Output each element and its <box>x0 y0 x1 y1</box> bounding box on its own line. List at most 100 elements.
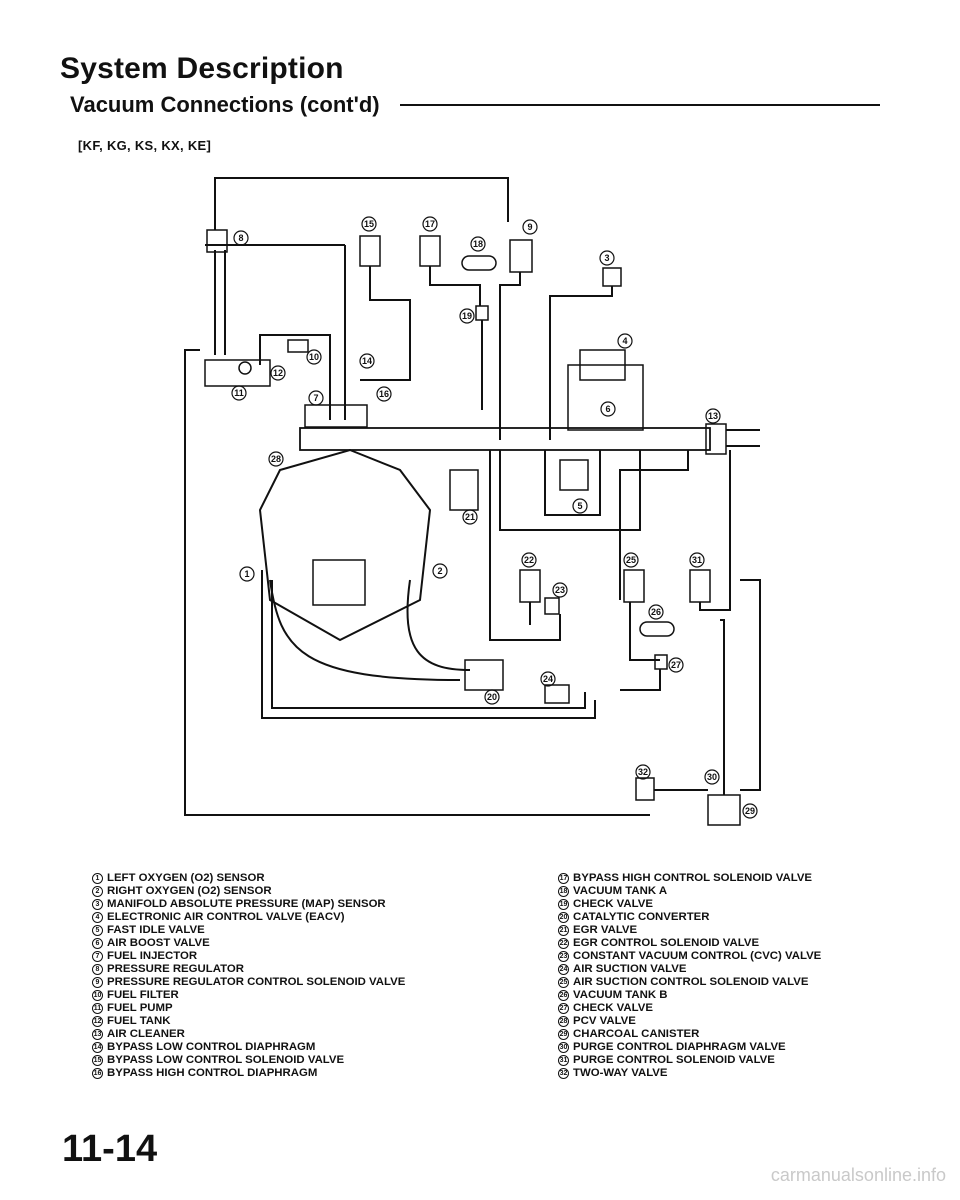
legend-item: 23 CONSTANT VACUUM CONTROL (CVC) VALVE <box>558 950 821 963</box>
svg-text:22: 22 <box>524 555 534 565</box>
svg-text:11: 11 <box>234 388 244 398</box>
page-number: 11-14 <box>62 1128 158 1170</box>
hose-bottom-loop <box>261 570 596 719</box>
section-subtitle: Vacuum Connections (cont'd) <box>70 92 380 117</box>
svg-text:32: 32 <box>638 767 648 777</box>
svg-text:8: 8 <box>238 233 243 243</box>
callout-5: 5 <box>572 498 588 514</box>
svg-text:3: 3 <box>604 253 609 263</box>
svg-text:27: 27 <box>671 660 681 670</box>
legend-number: 13 <box>92 1029 103 1040</box>
hose-map <box>549 286 613 440</box>
legend-number: 27 <box>558 1003 569 1014</box>
callout-15: 15 <box>361 216 377 232</box>
svg-text:24: 24 <box>543 674 553 684</box>
legend-label: EGR VALVE <box>573 924 638 936</box>
legend-label: RIGHT OXYGEN (O2) SENSOR <box>107 885 272 897</box>
legend-label: FUEL INJECTOR <box>107 950 198 962</box>
legend-label: AIR SUCTION CONTROL SOLENOID VALVE <box>573 976 809 988</box>
legend-number: 28 <box>558 1016 569 1027</box>
svg-text:20: 20 <box>487 692 497 702</box>
legend-number: 20 <box>558 912 569 923</box>
air-cleaner <box>705 423 727 455</box>
legend-label: TWO-WAY VALVE <box>573 1067 668 1079</box>
callout-31: 31 <box>689 552 705 568</box>
map-sensor <box>602 267 622 287</box>
engine-inner <box>312 559 366 606</box>
callout-16: 16 <box>376 386 392 402</box>
hose-regulator <box>205 244 346 420</box>
check-valve-19 <box>475 305 489 321</box>
svg-text:31: 31 <box>692 555 702 565</box>
svg-text:23: 23 <box>555 585 565 595</box>
hose-lower-right <box>489 450 731 691</box>
svg-text:15: 15 <box>364 219 374 229</box>
two-way-valve <box>635 777 655 801</box>
fuel-filter <box>287 339 309 353</box>
legend-label: BYPASS LOW CONTROL SOLENOID VALVE <box>107 1054 345 1066</box>
hose-bottom-loop-inner <box>271 580 586 709</box>
svg-text:1: 1 <box>244 569 249 579</box>
legend-label: VACUUM TANK B <box>573 989 668 1001</box>
hose-air-cleaner <box>726 429 760 447</box>
legend-label: CONSTANT VACUUM CONTROL (CVC) VALVE <box>573 950 822 962</box>
legend-number: 24 <box>558 964 569 975</box>
legend-label: FUEL PUMP <box>107 1002 173 1014</box>
legend-number: 19 <box>558 899 569 910</box>
hose-fuel-filter <box>259 334 331 420</box>
legend-label: VACUUM TANK A <box>573 885 668 897</box>
svg-text:9: 9 <box>527 222 532 232</box>
svg-text:18: 18 <box>473 239 483 249</box>
svg-text:5: 5 <box>577 501 582 511</box>
legend-label: AIR CLEANER <box>107 1028 185 1040</box>
svg-text:26: 26 <box>651 607 661 617</box>
legend-number: 3 <box>92 899 103 910</box>
callout-28: 28 <box>268 451 284 467</box>
vacuum-tank-b <box>639 621 675 637</box>
air-boost-box <box>567 364 644 431</box>
callout-1: 1 <box>239 566 255 582</box>
legend-label: CATALYTIC CONVERTER <box>573 911 710 923</box>
legend-number: 4 <box>92 912 103 923</box>
legend-number: 18 <box>558 886 569 897</box>
legend-number: 23 <box>558 951 569 962</box>
svg-text:21: 21 <box>465 512 475 522</box>
callout-14: 14 <box>359 353 375 369</box>
svg-text:6: 6 <box>605 404 610 414</box>
legend-label: CHECK VALVE <box>573 1002 653 1014</box>
cvc-valve <box>544 597 560 615</box>
svg-text:10: 10 <box>309 352 319 362</box>
legend-item: 27 CHECK VALVE <box>558 1002 821 1015</box>
legend-item: 18 VACUUM TANK A <box>558 885 821 898</box>
svg-text:30: 30 <box>707 772 717 782</box>
charcoal-canister <box>707 794 741 826</box>
svg-text:28: 28 <box>271 454 281 464</box>
legend-number: 22 <box>558 938 569 949</box>
legend-number: 16 <box>92 1068 103 1079</box>
callout-26: 26 <box>648 604 664 620</box>
pressure-regulator <box>206 229 228 253</box>
egr-valve <box>449 469 479 511</box>
solenoid-22 <box>519 569 541 603</box>
legend-label: PURGE CONTROL DIAPHRAGM VALVE <box>573 1041 786 1053</box>
legend-label: AIR SUCTION VALVE <box>573 963 687 975</box>
hose-outer-right <box>740 579 761 791</box>
